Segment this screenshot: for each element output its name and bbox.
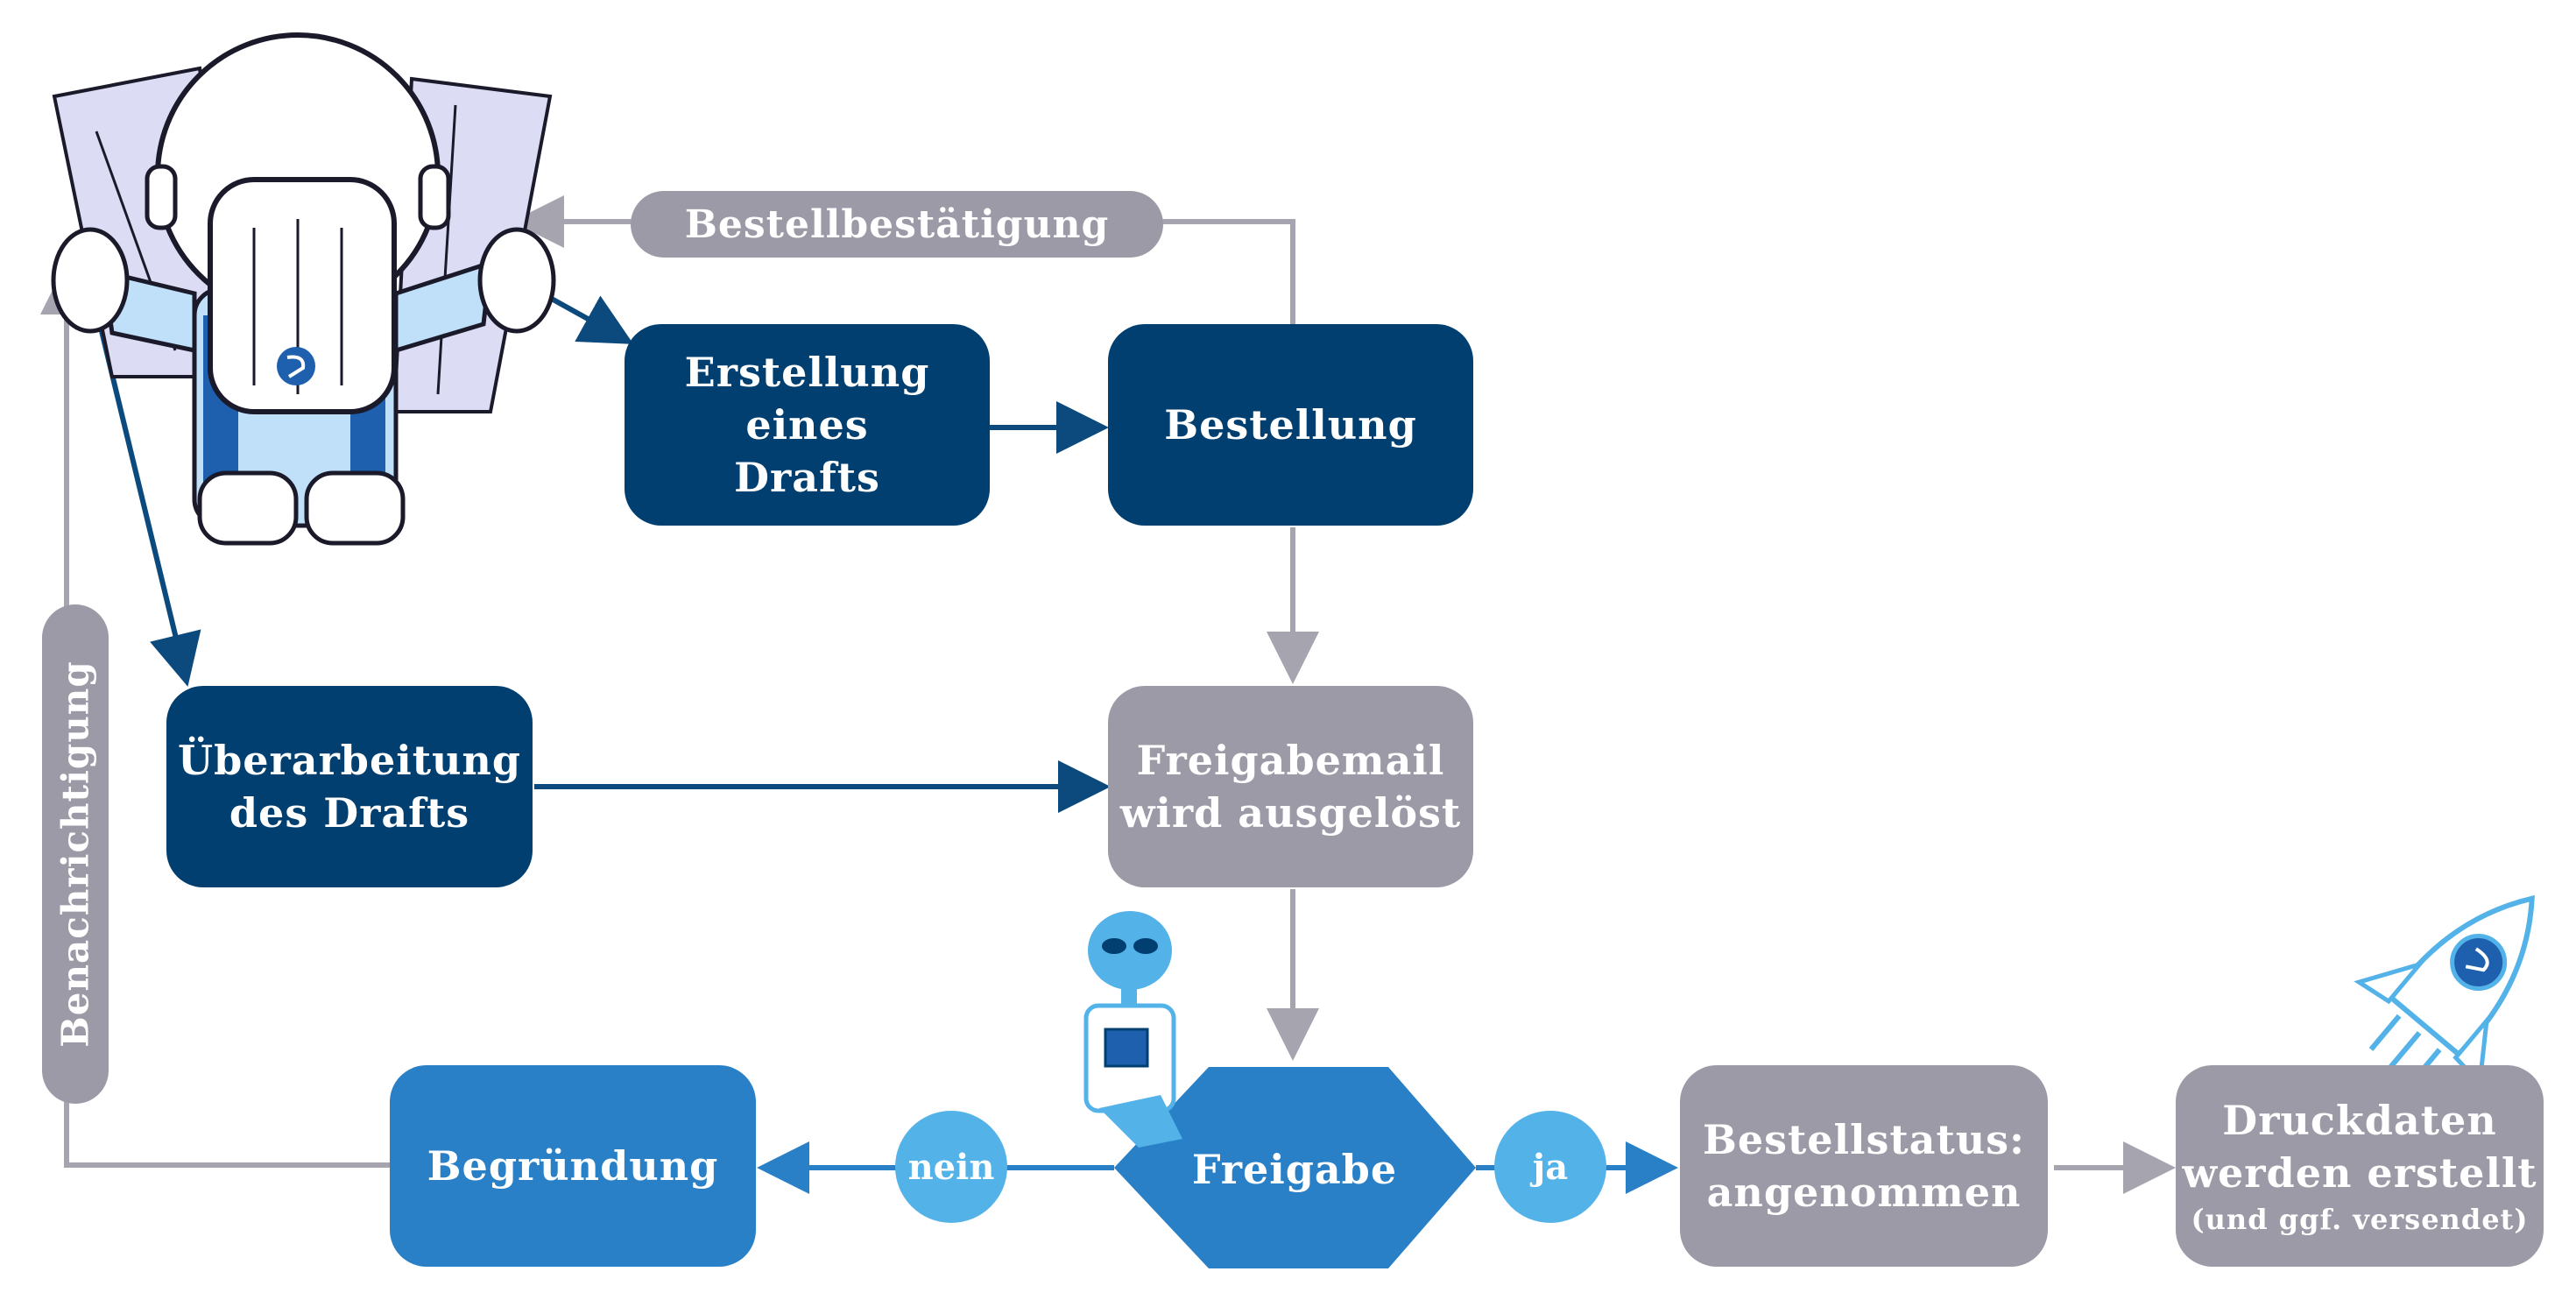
- edge-label-benachrichtigung: Benachrichtigung: [42, 604, 109, 1104]
- arrow-astronaut-to-erstellung: [548, 295, 634, 344]
- edge-label-text: Bestellbestätigung: [684, 201, 1110, 247]
- node-bestellung: Bestellung: [1108, 324, 1473, 526]
- astronaut-holding-map-icon: [51, 32, 556, 546]
- node-freigabemail: Freigabemail wird ausgelöst: [1108, 686, 1473, 887]
- node-line: des Drafts: [229, 789, 470, 837]
- node-bestellstatus: Bestellstatus: angenommen: [1680, 1065, 2048, 1267]
- node-druckdaten: Druckdaten werden erstellt (und ggf. ver…: [2176, 1065, 2544, 1267]
- edge-label-text: nein: [907, 1146, 995, 1188]
- node-line: Freigabemail: [1136, 737, 1445, 784]
- node-line: eines: [745, 401, 869, 449]
- edge-label-text: ja: [1532, 1146, 1569, 1188]
- node-line: Drafts: [734, 454, 880, 501]
- node-line: Bestellstatus:: [1702, 1116, 2026, 1163]
- node-line: wird ausgelöst: [1119, 789, 1462, 837]
- edge-label-bestellbestaetigung: Bestellbestätigung: [631, 191, 1163, 258]
- node-freigabe: Freigabe: [1111, 1117, 1479, 1222]
- node-begruendung: Begründung: [390, 1065, 756, 1267]
- freigabe-hexagon: [1114, 1067, 1476, 1268]
- node-line: Bestellung: [1164, 401, 1417, 449]
- edge-label-nein: nein: [895, 1111, 1007, 1223]
- arrow-begruendung-benachrichtigung: [40, 262, 390, 1168]
- node-line: Freigabe: [1191, 1146, 1398, 1193]
- edge-label-text: Benachrichtigung: [53, 661, 97, 1048]
- node-line: angenommen: [1706, 1169, 2022, 1216]
- node-line: werden erstellt: [2182, 1149, 2537, 1197]
- node-line: Begründung: [427, 1142, 719, 1190]
- node-line: Überarbeitung: [177, 737, 522, 784]
- node-ueberarbeitung-des-drafts: Überarbeitung des Drafts: [166, 686, 533, 887]
- node-line: Erstellung: [684, 349, 930, 396]
- node-line: Druckdaten: [2222, 1097, 2497, 1144]
- rocket-icon: [2354, 894, 2535, 1089]
- node-erstellung-eines-drafts: Erstellung eines Drafts: [625, 324, 990, 526]
- alien-figure-icon: [1083, 911, 1182, 1148]
- node-note: (und ggf. versendet): [2191, 1203, 2529, 1236]
- edge-label-ja: ja: [1494, 1111, 1606, 1223]
